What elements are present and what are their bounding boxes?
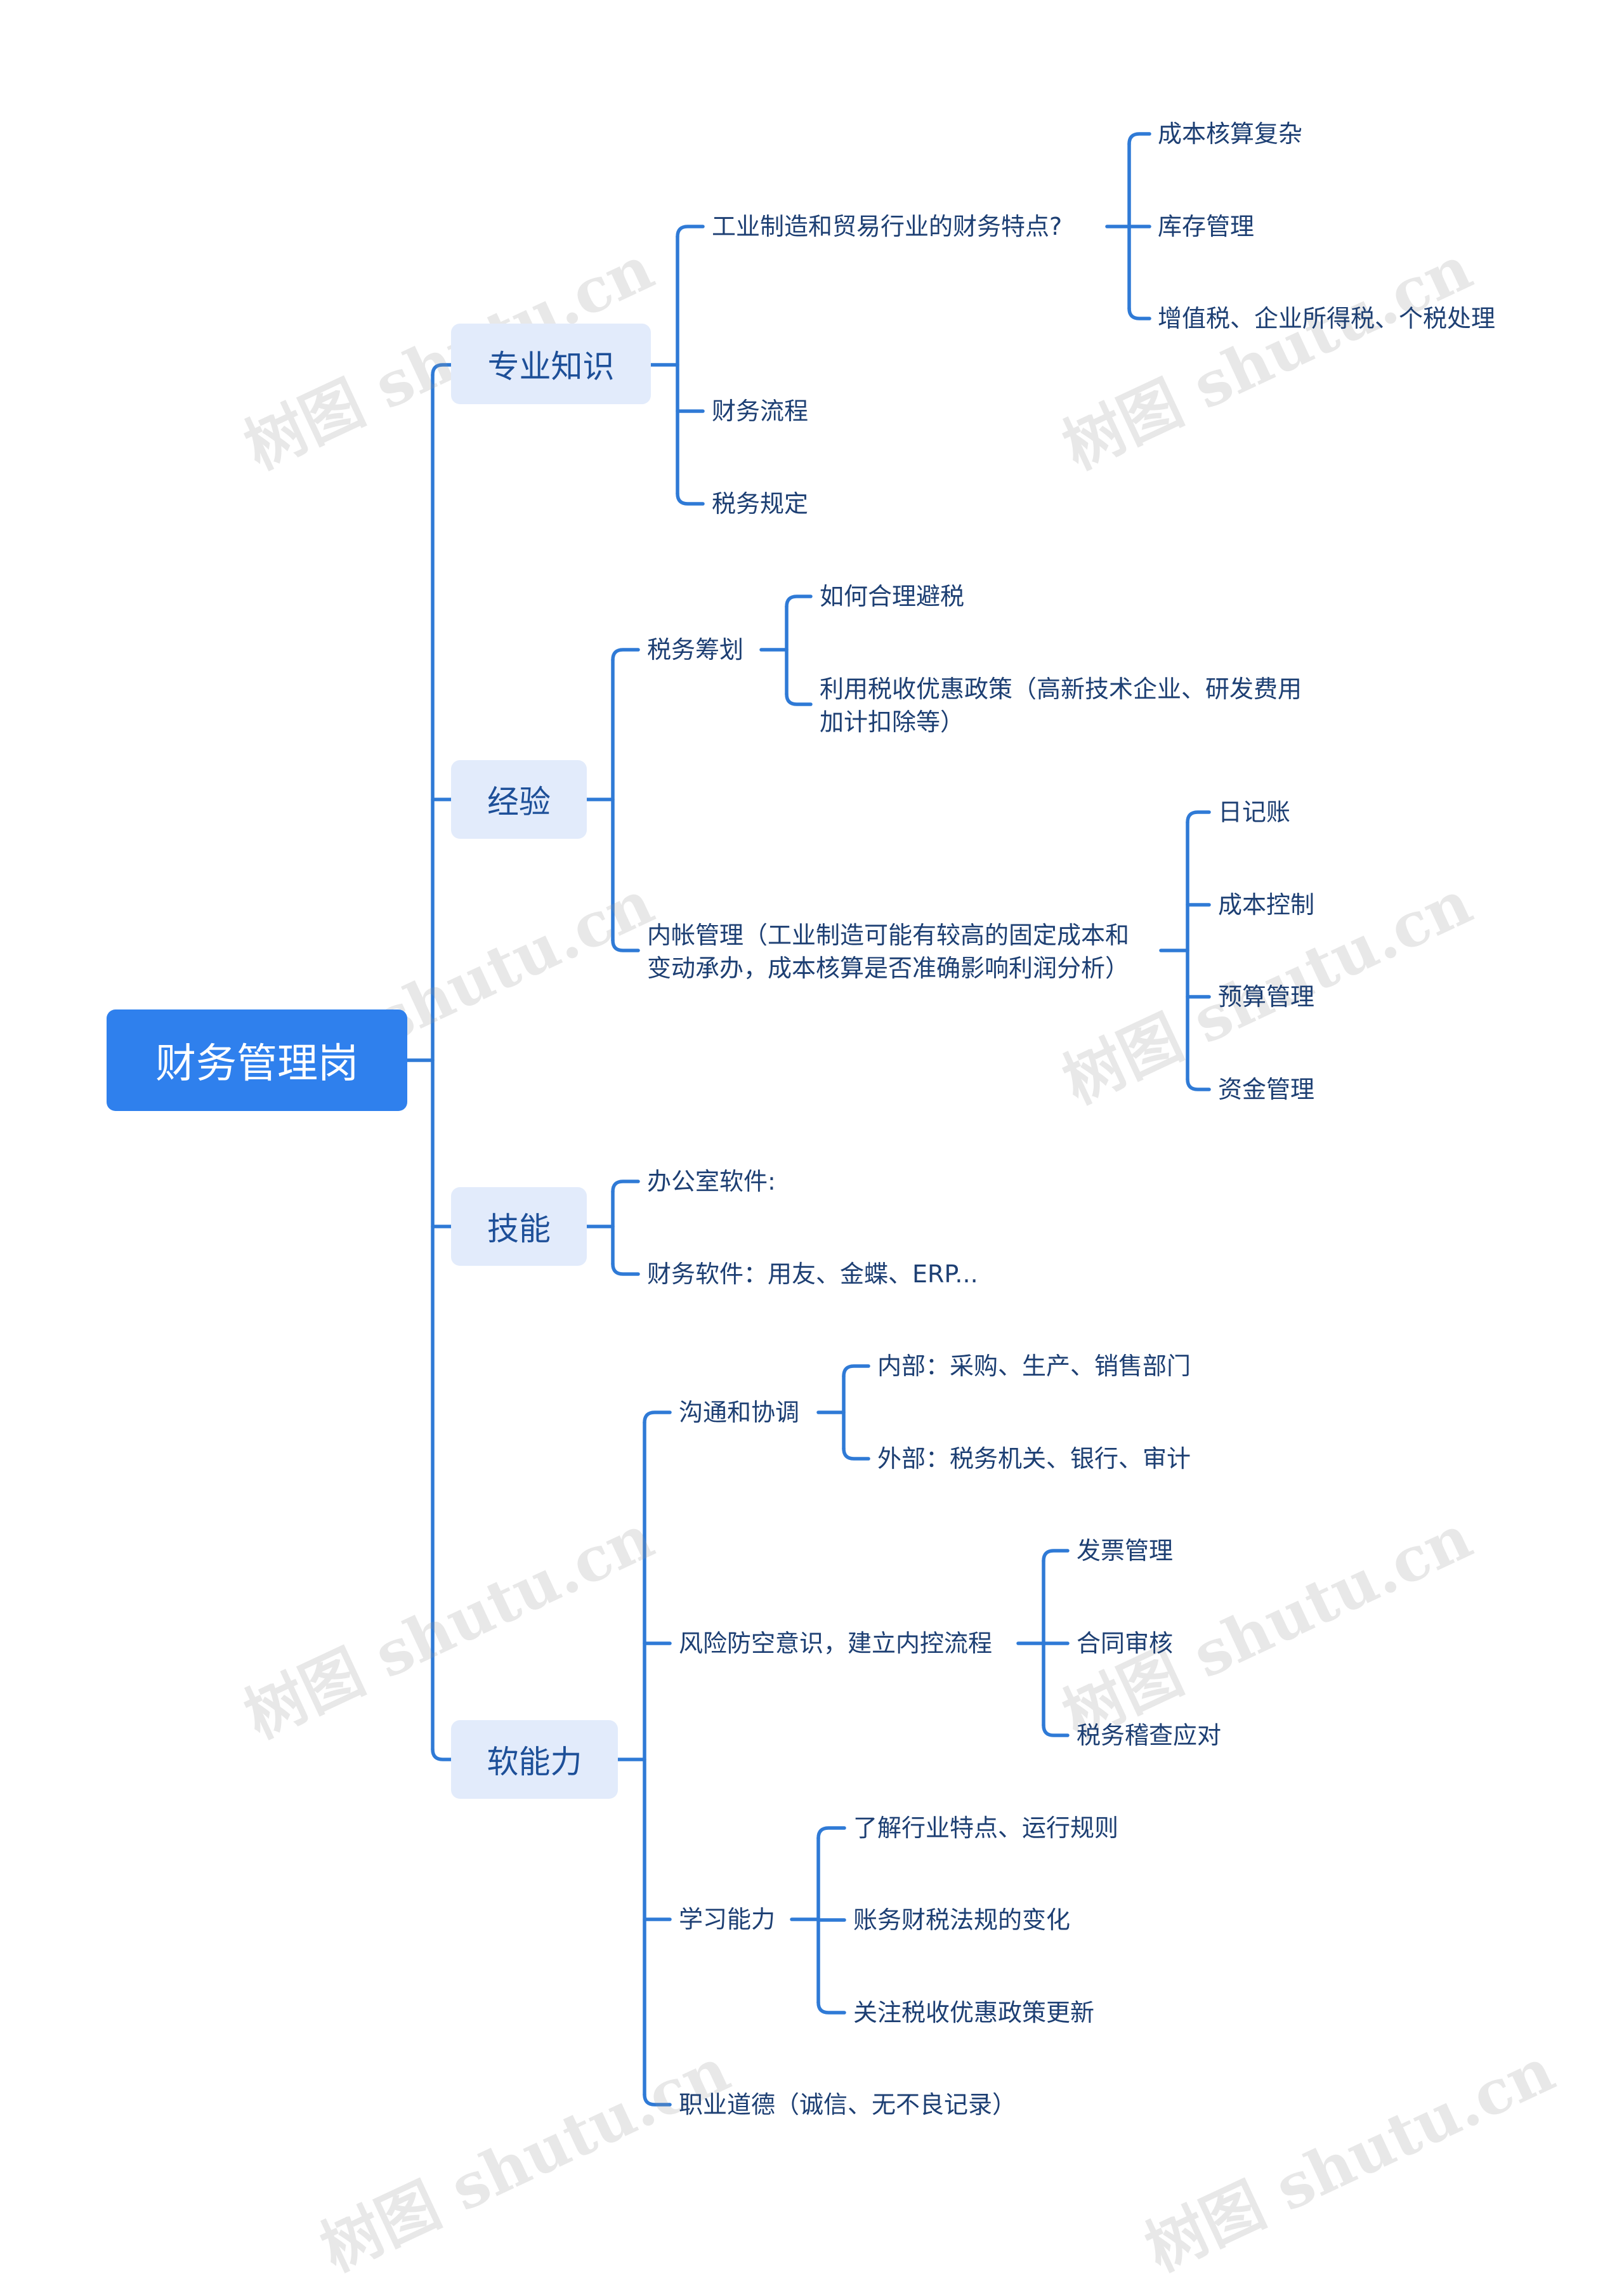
connector-line [676,492,705,506]
connector-line [785,595,813,608]
topic-contract-review[interactable]: 合同审核 [1077,1629,1174,1657]
mindmap-canvas: 树图 shutu.cn 树图 shutu.cn 树图 shutu.cn 树图 s… [107,120,1564,2285]
topic-line: 内帐管理（工业制造可能有较高的固定成本和 [647,921,1130,949]
connector-line [1127,132,1151,146]
topic-tax-avoidance[interactable]: 如何合理避税 [820,582,965,610]
topic-learning-ability[interactable]: 学习能力 [679,1905,776,1933]
topic-internal-accounts[interactable]: 内帐管理（工业制造可能有较高的固定成本和 变动承办，成本核算是否准确影响利润分析… [647,919,1129,985]
connector-line [431,363,453,377]
connector-line [611,938,640,952]
connector-line [611,648,640,662]
connector-line [842,1364,870,1378]
topic-tax-rules[interactable]: 税务规定 [712,490,809,518]
topic-cost-control[interactable]: 成本控制 [1218,891,1315,919]
connector-lines [405,132,1211,2107]
topic-line: 加计扣除等） [820,708,965,736]
topic-journal[interactable]: 日记账 [1218,798,1291,826]
connector-line [611,1180,640,1193]
topic-industry-finance-features[interactable]: 工业制造和贸易行业的财务特点? [712,213,1063,240]
topic-inventory-management[interactable]: 库存管理 [1158,213,1255,240]
topic-tax-handling[interactable]: 增值税、企业所得税、个税处理 [1158,305,1496,332]
topic-tax-incentives[interactable]: 利用税收优惠政策（高新技术企业、研发费用 加计扣除等） [820,673,1302,739]
topic-cost-accounting[interactable]: 成本核算复杂 [1158,120,1303,148]
topic-regulation-changes[interactable]: 账务财税法规的变化 [853,1906,1071,1934]
topic-professional-ethics[interactable]: 职业道德（诚信、无不良记录） [679,2091,1017,2119]
topic-office-software[interactable]: 办公室软件: [647,1167,776,1195]
topic-line: 利用税收优惠政策（高新技术企业、研发费用 [820,675,1302,703]
branch-soft-skills[interactable]: 软能力 [451,1720,618,1799]
connector-line [1127,306,1151,320]
topic-line: 变动承办，成本核算是否准确影响利润分析） [647,954,1130,982]
topic-finance-process[interactable]: 财务流程 [712,397,809,425]
topic-budget-management[interactable]: 预算管理 [1218,983,1315,1011]
topic-policy-updates[interactable]: 关注税收优惠政策更新 [853,1999,1095,2027]
connector-line [1186,810,1211,824]
connector-line [643,1410,672,1424]
root-node[interactable]: 财务管理岗 [107,1009,407,1111]
connector-line [1186,1077,1211,1091]
connector-line [676,225,705,239]
connector-line [785,692,813,706]
connector-line [816,2001,846,2015]
topic-industry-rules[interactable]: 了解行业特点、运行规则 [853,1814,1119,1842]
connector-line [643,2093,672,2107]
topic-tax-audit[interactable]: 税务稽查应对 [1077,1721,1222,1749]
branch-experience[interactable]: 经验 [451,760,587,839]
topic-communication[interactable]: 沟通和协调 [679,1398,800,1426]
topic-fund-management[interactable]: 资金管理 [1218,1075,1315,1103]
topic-tax-planning[interactable]: 税务筹划 [647,636,744,664]
branch-skills[interactable]: 技能 [451,1187,587,1266]
topic-internal-departments[interactable]: 内部：采购、生产、销售部门 [877,1352,1191,1380]
connector-line [431,1747,453,1761]
connector-line [1042,1549,1070,1563]
topic-risk-awareness[interactable]: 风险防空意识，建立内控流程 [679,1629,993,1657]
connector-line [1042,1723,1070,1737]
connector-line [842,1447,870,1461]
topic-external-parties[interactable]: 外部：税务机关、银行、审计 [877,1445,1191,1473]
connector-line [611,1262,640,1276]
topic-invoice-management[interactable]: 发票管理 [1077,1537,1174,1565]
connector-line [816,1826,846,1840]
branch-professional-knowledge[interactable]: 专业知识 [451,324,651,404]
topic-finance-software[interactable]: 财务软件：用友、金蝶、ERP... [647,1260,978,1288]
